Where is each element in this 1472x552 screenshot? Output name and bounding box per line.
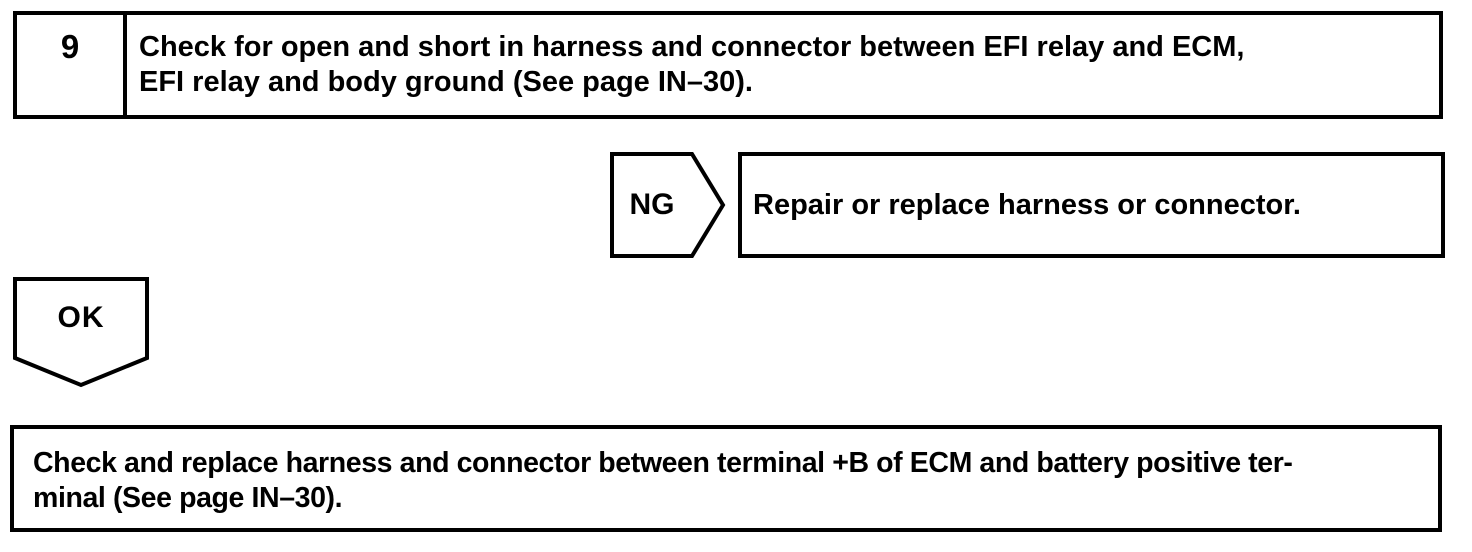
ng-action-text: Repair or replace harness or connector. <box>753 188 1301 221</box>
ng-action-box: Repair or replace harness or connector. <box>738 152 1445 258</box>
ok-label: OK <box>57 300 105 334</box>
result-instruction-line-1: Check and replace harness and connector … <box>33 447 1293 479</box>
result-box: Check and replace harness and connector … <box>10 425 1442 532</box>
result-instruction-line-2: minal (See page IN–30). <box>33 482 343 514</box>
step-instruction: Check for open and short in harness and … <box>127 15 1439 115</box>
step-box: 9 Check for open and short in harness an… <box>13 11 1443 119</box>
step-instruction-line-1: Check for open and short in harness and … <box>139 31 1245 63</box>
step-number: 9 <box>17 15 127 115</box>
ok-branch-connector: OK <box>13 277 149 388</box>
ng-branch-connector: NG <box>610 152 726 258</box>
ok-pentagon-icon <box>13 277 149 388</box>
ng-pentagon-icon <box>610 152 726 258</box>
step-instruction-line-2: EFI relay and body ground (See page IN–3… <box>139 66 753 98</box>
ng-label: NG <box>629 188 675 221</box>
